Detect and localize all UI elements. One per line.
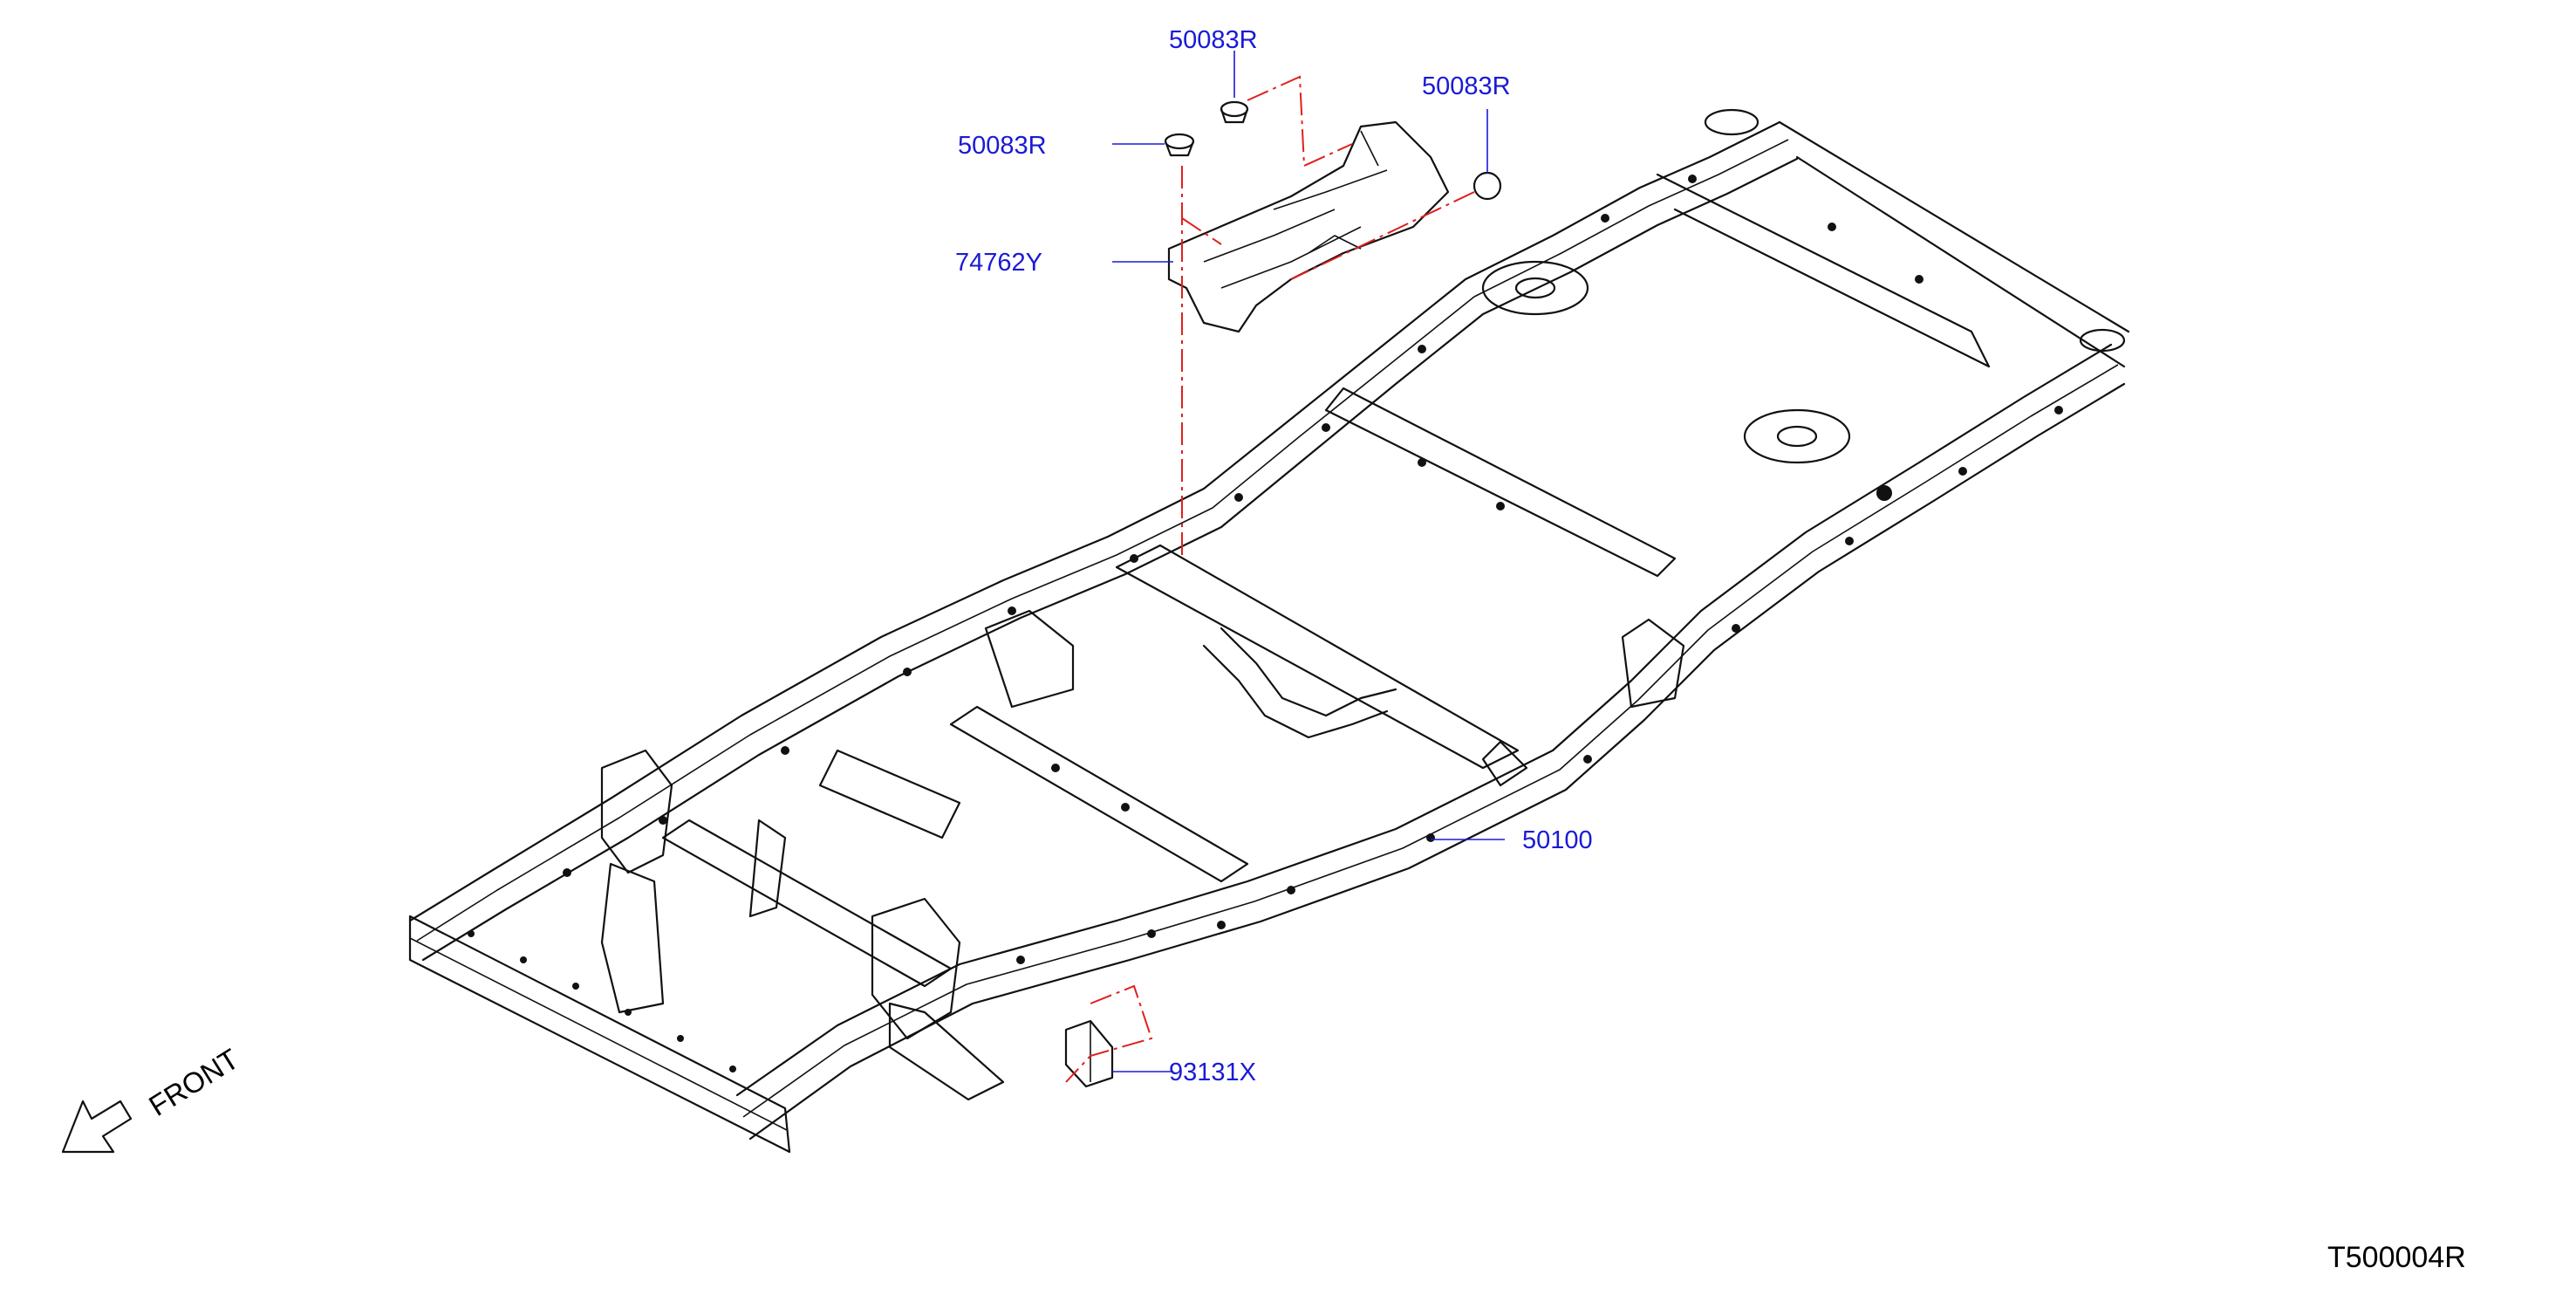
clip-right-drawing (1472, 171, 1502, 201)
label-clip-top: 50083R (1169, 26, 1258, 54)
assembly-guide-lines (1065, 75, 1475, 1083)
label-clip-left: 50083R (958, 132, 1047, 160)
heat-insulator-drawing (1167, 120, 1450, 333)
front-arrow-icon (61, 1100, 133, 1154)
label-clip-right: 50083R (1422, 72, 1511, 100)
label-heat-insulator: 74762Y (955, 249, 1042, 277)
front-direction-indicator: FRONT (61, 1042, 244, 1154)
leader-lines (1112, 51, 1505, 1072)
front-label: FRONT (143, 1042, 244, 1122)
label-bracket-lower: 93131X (1169, 1059, 1256, 1086)
frame-assembly-drawing (408, 108, 2130, 1154)
drawing-code: T500004R (2327, 1241, 2466, 1274)
clip-top-drawing (1220, 100, 1249, 124)
clip-left-drawing (1164, 133, 1195, 157)
frame-holes (468, 175, 2063, 1072)
label-frame-assembly: 50100 (1522, 826, 1593, 854)
bracket-lower-drawing (1064, 1019, 1114, 1088)
